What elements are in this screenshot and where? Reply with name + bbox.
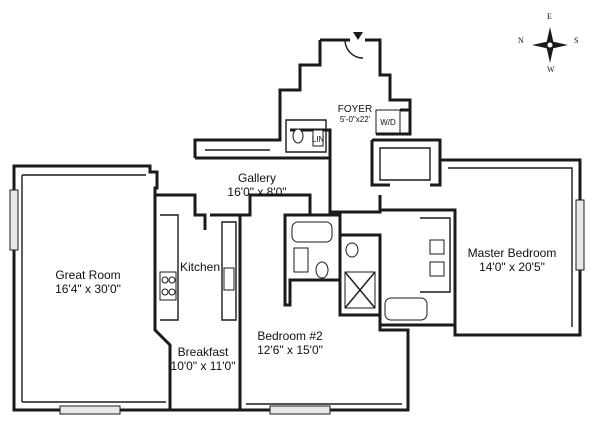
compass-rose-icon	[532, 27, 568, 63]
closet-lin-label: LIN	[311, 135, 325, 144]
kitchen-label: Kitchen	[180, 260, 220, 274]
master-bedroom-name: Master Bedroom	[467, 246, 557, 260]
window-south	[59, 405, 121, 415]
foyer-name: FOYER	[337, 104, 373, 115]
master-bedroom-label: Master Bedroom 14'0" x 20'5"	[468, 246, 557, 274]
closet-wd-label: W/D	[380, 118, 396, 127]
window-west	[9, 189, 19, 251]
gallery-label: Gallery 16'0" x 8'0"	[227, 171, 286, 199]
kitchen-walls	[155, 193, 242, 412]
compass-n: N	[518, 36, 524, 45]
bathtub-a	[291, 221, 333, 243]
master-bedroom-dims: 14'0" x 20'5"	[479, 260, 545, 274]
compass-e: E	[547, 12, 552, 21]
compass-w: W	[547, 65, 555, 74]
entry-marker	[353, 32, 363, 40]
gallery-name: Gallery	[237, 171, 277, 185]
bedroom-2-name: Bedroom #2	[257, 329, 323, 343]
stove	[159, 271, 177, 301]
great-room-walls	[9, 164, 172, 415]
bedroom-2-walls	[238, 315, 410, 415]
master-bedroom-walls	[440, 158, 585, 337]
kitchen-name: Kitchen	[179, 260, 221, 274]
bedroom-2-dims: 12'6" x 15'0"	[257, 343, 323, 357]
breakfast-dims: 10'0" x 11'0"	[170, 359, 236, 373]
closet-wd	[375, 109, 401, 135]
breakfast-label: Breakfast 10'0" x 11'0"	[171, 345, 236, 373]
compass-s: S	[574, 36, 579, 45]
powder-room	[278, 40, 327, 153]
great-room-dims: 16'4" x 30'0"	[55, 282, 121, 296]
foyer-walls	[320, 32, 412, 214]
great-room-label: Great Room 16'4" x 30'0"	[55, 268, 121, 296]
center-baths	[283, 138, 457, 327]
foyer-dims: 5'-0"x22'	[339, 115, 371, 124]
foyer-label: FOYER 5'-0"x22'	[338, 104, 372, 124]
bedroom-2-label: Bedroom #2 12'6" x 15'0"	[257, 329, 323, 357]
gallery-dims: 16'0" x 8'0"	[227, 185, 287, 199]
bathtub-b	[384, 297, 428, 321]
great-room-name: Great Room	[55, 268, 121, 282]
toilet	[292, 128, 304, 144]
sink	[223, 267, 235, 291]
breakfast-name: Breakfast	[177, 345, 229, 359]
